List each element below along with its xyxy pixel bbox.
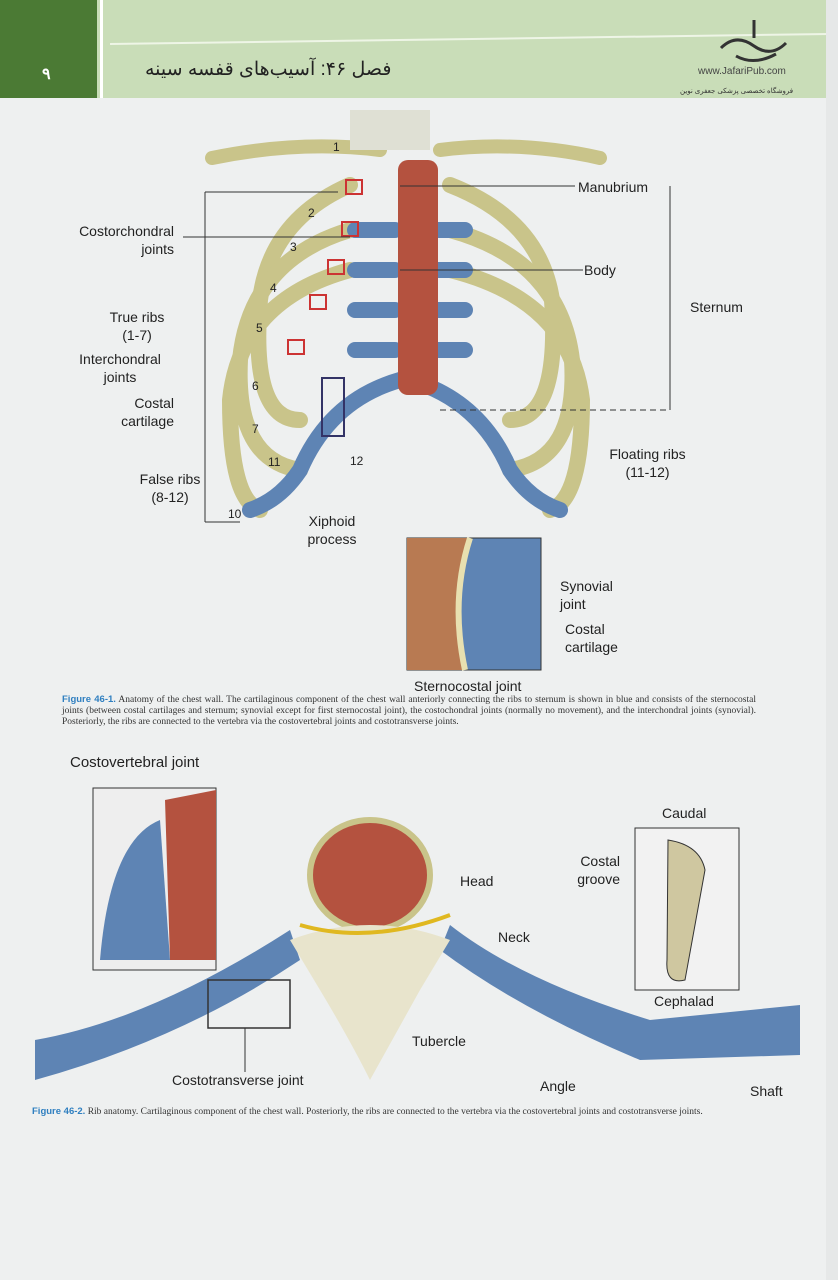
page-tab: [0, 0, 97, 98]
label-shaft: Shaft: [750, 1083, 783, 1099]
vertebra-illustration: [35, 787, 800, 1080]
label-head: Head: [460, 873, 494, 889]
label-interchondral: Interchondral joints: [79, 351, 161, 385]
rib-number: 4: [270, 281, 277, 295]
label-costovertebral: Costovertebral joint: [70, 754, 200, 771]
publisher-store: فروشگاه تخصصی پزشکی جعفری نوین: [680, 88, 794, 95]
label-tubercle: Tubercle: [412, 1033, 466, 1049]
page-edge: [826, 0, 838, 1280]
divider: [100, 0, 103, 98]
label-angle: Angle: [540, 1078, 576, 1094]
rib-number: 11: [268, 455, 281, 469]
label-floating-ribs: Floating ribs (11-12): [609, 446, 686, 480]
publisher-logo: [719, 20, 788, 62]
caption-label: Figure 46-2.: [32, 1106, 86, 1117]
label-costal-cartilage-inset: Costal cartilage: [565, 621, 618, 655]
rib-number: 1: [333, 140, 340, 154]
label-body: Body: [584, 262, 616, 278]
label-false-ribs: False ribs (8-12): [139, 471, 201, 505]
figure-2-caption: Figure 46-2. Rib anatomy. Cartilaginous …: [32, 1106, 804, 1118]
label-sternocostal: Sternocostal joint: [414, 678, 522, 694]
page-number: ۹: [42, 66, 51, 83]
rib-number: 7: [252, 422, 259, 436]
caption-text: Rib anatomy. Cartilaginous component of …: [87, 1107, 703, 1117]
label-sternum: Sternum: [690, 299, 743, 315]
caption-label: Figure 46-1.: [62, 694, 116, 705]
label-costotransverse: Costotransverse joint: [172, 1072, 304, 1088]
rib-number: 12: [350, 454, 364, 468]
label-costal-groove: Costal groove: [577, 853, 620, 887]
label-neck: Neck: [498, 929, 530, 945]
rib-cage-illustration: [183, 110, 671, 523]
chapter-title: فصل ۴۶: آسیب‌های قفسه سینه: [145, 59, 392, 80]
label-cephalad: Cephalad: [654, 993, 714, 1009]
caption-text: Anatomy of the chest wall. The cartilagi…: [62, 695, 756, 727]
sternocostal-inset: [406, 537, 542, 671]
label-costal-cartilage: Costal cartilage: [121, 395, 174, 429]
label-manubrium: Manubrium: [578, 179, 649, 195]
rib-number: 3: [290, 240, 297, 254]
rib-number: 6: [252, 379, 259, 393]
label-true-ribs: True ribs (1-7): [109, 309, 165, 343]
page-header: ۹ فصل ۴۶: آسیب‌های قفسه سینه www.JafariP…: [0, 0, 838, 98]
label-xiphoid: Xiphoid process: [307, 513, 357, 547]
publisher-url[interactable]: www.JafariPub.com: [698, 66, 786, 77]
rib-number: 2: [308, 206, 315, 220]
label-synovial-joint: Synovial joint: [560, 578, 613, 612]
rib-number: 10: [228, 507, 242, 521]
figure-1-caption: Figure 46-1. Anatomy of the chest wall. …: [62, 694, 756, 728]
label-caudal: Caudal: [662, 805, 707, 821]
label-costochondral: Costorchondral joints: [79, 223, 174, 257]
rib-number: 5: [256, 321, 263, 335]
